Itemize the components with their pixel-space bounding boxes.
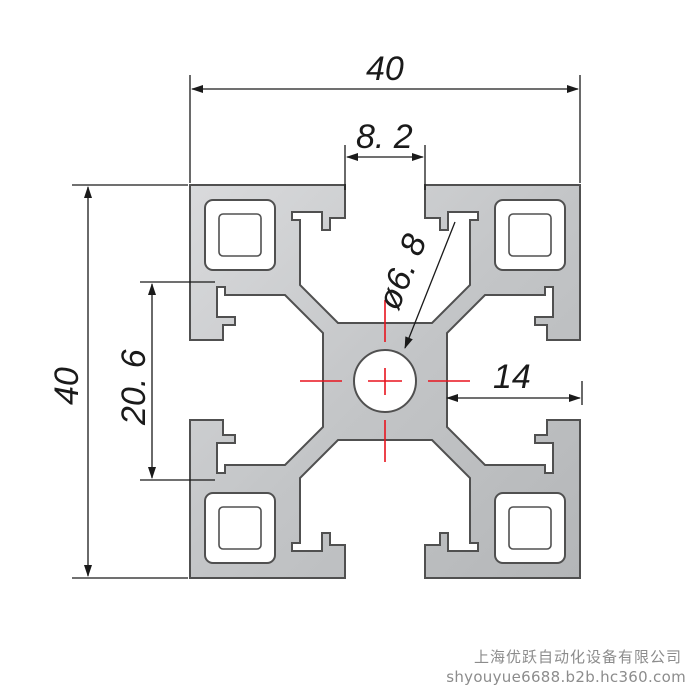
corner-chamber-top-left	[204, 199, 276, 271]
corner-chamber-bottom-left	[204, 492, 276, 564]
dim-text-slot-spacing: 20. 6	[115, 349, 153, 426]
corner-inner-top-right	[508, 213, 552, 257]
dim-text-left-height: 40	[48, 367, 86, 405]
dim-text-hole-diameter: ø6. 8	[370, 229, 434, 315]
corner-chamber-top-right	[494, 199, 566, 271]
dim-text-center-offset: 14	[493, 358, 531, 396]
leader-hole-diameter	[404, 221, 456, 349]
dim-text-slot-width: 8. 2	[356, 118, 413, 156]
watermark-company-name: 上海优跃自动化设备有限公司	[473, 648, 682, 666]
dim-text-top-width: 40	[366, 50, 404, 88]
corner-chamber-bottom-right	[494, 492, 566, 564]
watermark-website: shyouyue6688.b2b.hc360.com	[446, 668, 686, 686]
corner-inner-top-left	[218, 213, 262, 257]
centerlines	[300, 300, 470, 462]
corner-inner-bottom-left	[218, 506, 262, 550]
corner-inner-bottom-right	[508, 506, 552, 550]
dimensions	[72, 75, 583, 579]
